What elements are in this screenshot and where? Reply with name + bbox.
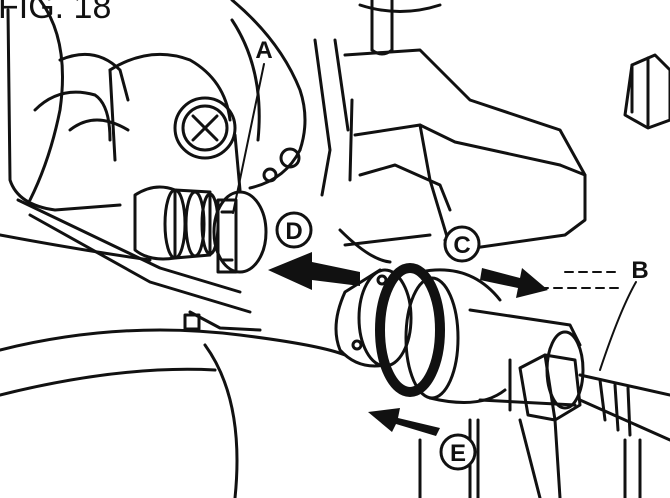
arrow-e bbox=[368, 408, 440, 436]
top-rod bbox=[358, 0, 442, 56]
hex-nut bbox=[623, 53, 670, 130]
callout-c: C bbox=[443, 225, 481, 263]
figure-title: FIG. 18 bbox=[0, 0, 111, 26]
small-bolts bbox=[183, 147, 301, 331]
label-a: A bbox=[255, 37, 272, 64]
fitting-a bbox=[133, 185, 268, 274]
lower-panel bbox=[0, 328, 422, 498]
screw-boss bbox=[108, 52, 242, 192]
arrow-d bbox=[268, 252, 360, 290]
callout-d: D bbox=[275, 211, 313, 249]
leader-lines bbox=[232, 63, 637, 371]
label-b: B bbox=[631, 257, 648, 284]
arrow-c bbox=[480, 268, 548, 298]
callout-e: E bbox=[439, 433, 477, 471]
hose-coupler bbox=[334, 263, 670, 498]
callout-d-label: D bbox=[285, 218, 302, 245]
housing bbox=[0, 0, 350, 332]
callout-e-label: E bbox=[450, 440, 466, 467]
callout-c-label: C bbox=[453, 232, 470, 259]
